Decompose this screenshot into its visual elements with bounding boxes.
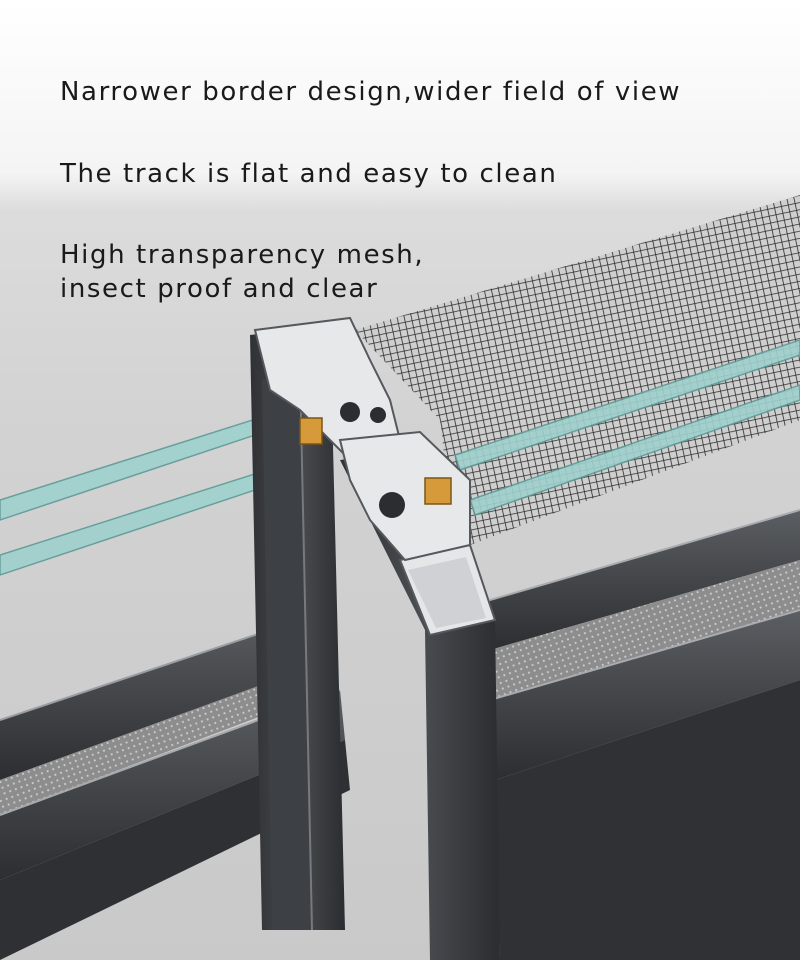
bottom-track-right (489, 509, 800, 960)
caption-mesh-line2: insect proof and clear (60, 274, 379, 304)
frame-profile (250, 316, 500, 960)
caption-border-design: Narrower border design,wider field of vi… (60, 77, 682, 107)
caption-flat-track: The track is flat and easy to clean (60, 159, 558, 189)
caption-mesh-line1: High transparency mesh, (60, 240, 425, 270)
glass-panes (0, 339, 800, 576)
